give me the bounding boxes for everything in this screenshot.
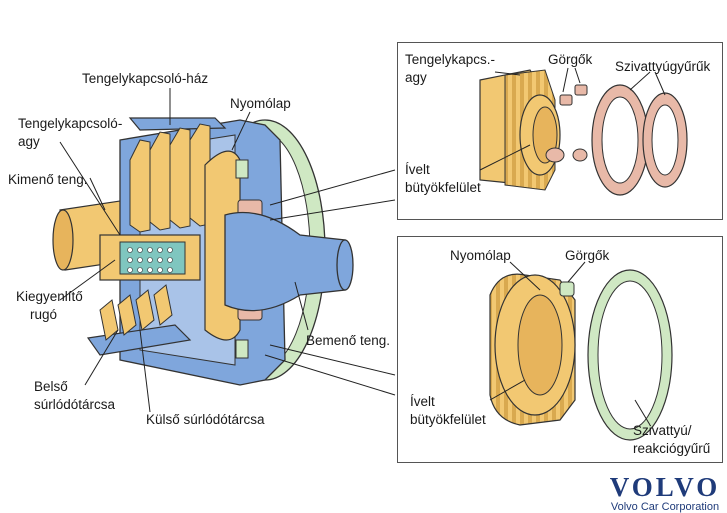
logo-corporation: Volvo Car Corporation [610,501,720,513]
logo-wordmark: VOLVO [609,472,721,502]
detail-box-bottom [397,236,723,463]
label-output-shaft: Kimenő teng. [8,172,88,187]
detail-bottom-cam-line2: bütyökfelület [410,412,486,427]
label-input-shaft: Bemenő teng. [306,333,391,348]
label-spring-line1: Kiegyenlítő [16,289,83,304]
label-inner-disc-line2: súrlódótárcsa [34,397,116,412]
detail-top-hub-line1: Tengelykapcs.- [405,52,496,67]
label-spring-line2: rugó [30,307,58,322]
detail-bottom-rollers: Görgők [565,248,610,263]
input-shaft-art [224,211,354,312]
label-pressure-plate: Nyomólap [230,96,291,111]
label-hub-line1: Tengelykapcsoló- [18,116,123,131]
label-inner-disc-line1: Belső [34,379,68,394]
detail-bottom-pump-line1: Szivattyú/ [633,423,692,438]
label-outer-disc: Külső súrlódótárcsa [146,412,265,427]
detail-bottom-art [489,261,673,441]
detail-bottom-pressure-plate: Nyomólap [450,248,511,263]
detail-top-art [479,67,688,196]
detail-bottom-pump-line2: reakciógyűrű [633,441,711,456]
detail-top-rollers: Görgők [548,52,593,67]
detail-top-cam-line2: bütyökfelület [405,180,481,195]
detail-top-pump-rings: Szivattyúgyűrűk [615,59,711,74]
detail-top-hub-line2: agy [405,70,427,85]
label-housing: Tengelykapcsoló-ház [82,71,209,86]
label-hub-line2: agy [18,134,40,149]
detail-box-top [397,42,723,220]
volvo-logo: VOLVO Volvo Car Corporation [605,473,725,513]
detail-bottom-cam-line1: Ívelt [410,394,435,409]
detail-top-cam-line1: Ívelt [405,162,430,177]
